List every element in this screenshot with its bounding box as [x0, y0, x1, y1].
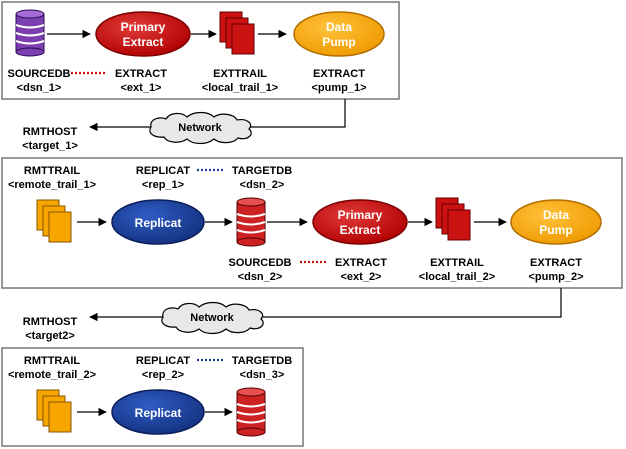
replicat-2 [111, 389, 205, 435]
data-pump-1 [293, 11, 385, 57]
replicat-2-label: REPLICAT [136, 355, 190, 367]
remote-trail-1-icon [36, 199, 72, 243]
exttrail-1-name: <local_trail_1> [202, 82, 278, 94]
data-pump-1-line2: Pump [322, 35, 355, 49]
exttrail-1-icon [219, 11, 255, 55]
replicat-1-label: REPLICAT [136, 165, 190, 177]
targetdb-1-dsn: <dsn_2> [240, 179, 285, 191]
pump-extract-2-name: <pump_2> [528, 271, 583, 283]
primary-extract-1-line1: Primary [121, 20, 166, 34]
database-3-icon [236, 387, 266, 437]
data-pump-2 [510, 199, 602, 245]
extract-1-label: EXTRACT [115, 68, 167, 80]
exttrail-1-label: EXTTRAIL [213, 68, 267, 80]
network-2-label: Network [190, 312, 234, 324]
network-1-cloud-icon [149, 111, 252, 145]
network-1-label: Network [178, 122, 222, 134]
data-pump-1-line1: Data [326, 20, 352, 34]
rmthost-1-target: <target_1> [22, 140, 78, 152]
primary-extract-2-line1: Primary [338, 208, 383, 222]
sourcedb-1-dsn: <dsn_1> [17, 82, 62, 94]
rmthost-2-target: <target2> [25, 330, 75, 342]
exttrail-2-icon [435, 197, 471, 241]
exttrail-2-label: EXTTRAIL [430, 257, 484, 269]
replicat-2-text: Replicat [135, 406, 182, 420]
exttrail-2-name: <local_trail_2> [419, 271, 495, 283]
replicat-1-name: <rep_1> [142, 179, 184, 191]
sourcedb-1-icon [15, 9, 45, 57]
rmttrail-2-name: <remote_trail_2> [8, 369, 96, 381]
remote-trail-2-icon [36, 389, 72, 433]
replicat-2-name: <rep_2> [142, 369, 184, 381]
replicat-1 [111, 199, 205, 245]
targetdb-1-label: TARGETDB [232, 165, 292, 177]
network-2-line [89, 288, 562, 322]
rmthost-1-label: RMTHOST [23, 126, 78, 138]
pump-extract-1-label: EXTRACT [313, 68, 365, 80]
rmttrail-1-name: <remote_trail_1> [8, 179, 96, 191]
pump-extract-2-label: EXTRACT [530, 257, 582, 269]
primary-extract-2 [312, 199, 408, 245]
targetdb-2-dsn: <dsn_3> [240, 369, 285, 381]
rmttrail-1-label: RMTTRAIL [24, 165, 80, 177]
sourcedb-1-label: SOURCEDB [8, 68, 71, 80]
data-pump-2-line1: Data [543, 208, 569, 222]
network-2-cloud-icon [161, 301, 264, 335]
replicat-1-text: Replicat [135, 216, 182, 230]
primary-extract-1-line2: Extract [123, 35, 164, 49]
primary-extract-1 [95, 11, 191, 57]
sourcedb-2-label: SOURCEDB [229, 257, 292, 269]
database-2-icon [236, 197, 266, 247]
extract-2-label: EXTRACT [335, 257, 387, 269]
pump-extract-1-name: <pump_1> [311, 82, 366, 94]
extract-1-name: <ext_1> [121, 82, 162, 94]
rmthost-2-label: RMTHOST [23, 316, 78, 328]
targetdb-2-label: TARGETDB [232, 355, 292, 367]
rmttrail-2-label: RMTTRAIL [24, 355, 80, 367]
primary-extract-2-line2: Extract [340, 223, 381, 237]
data-pump-2-line2: Pump [539, 223, 572, 237]
extract-2-name: <ext_2> [341, 271, 382, 283]
sourcedb-2-dsn: <dsn_2> [238, 271, 283, 283]
